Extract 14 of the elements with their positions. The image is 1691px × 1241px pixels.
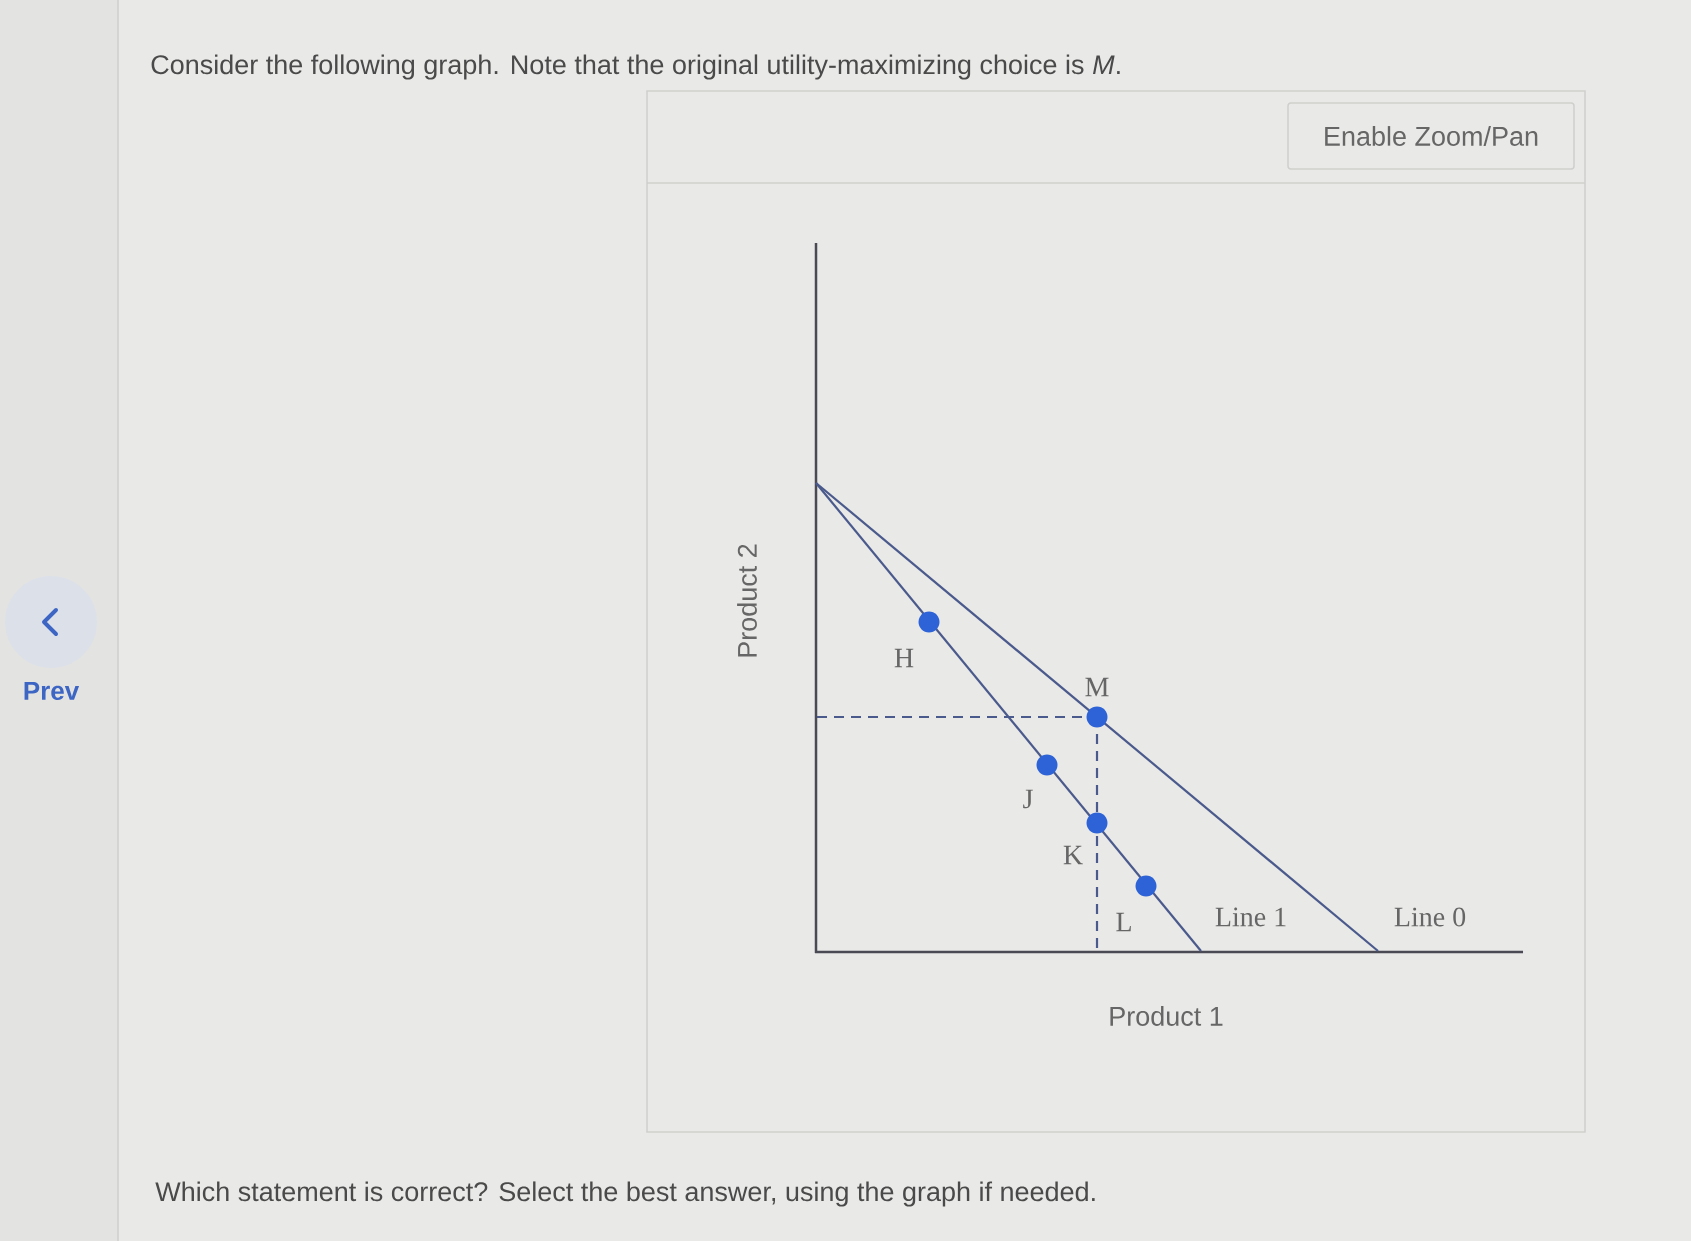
point-label: J xyxy=(1023,789,1033,809)
question-text: Which statement is correct? Select the best answer, using the graph if needed. xyxy=(155,1181,1095,1207)
point-label: K xyxy=(1063,845,1083,865)
prev-button: Prev xyxy=(5,576,97,701)
axis-label: Product 1 xyxy=(1110,1006,1223,1026)
axis-label: Product 2 xyxy=(737,544,757,657)
point-label: L xyxy=(1116,912,1131,932)
point-label: M xyxy=(1085,677,1109,697)
point-label: H xyxy=(894,648,914,668)
line-label: Line 1 xyxy=(1215,907,1286,927)
line-label: Line 0 xyxy=(1394,907,1466,927)
node-label: Prev xyxy=(24,681,80,701)
zoom-button: Enable Zoom/Pan xyxy=(1287,102,1575,170)
heading: Consider the following graph. Note that the original utility-maximizing choice is M. xyxy=(151,54,1120,80)
